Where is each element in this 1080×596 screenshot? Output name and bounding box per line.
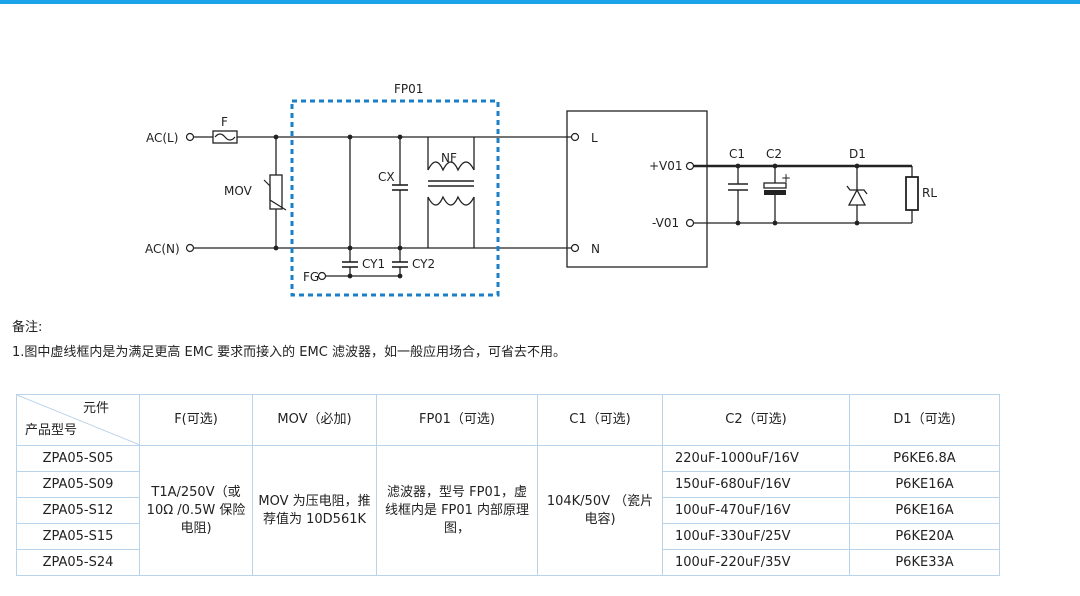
model-cell: ZPA05-S12 [16, 497, 140, 524]
c2-cell: 150uF-680uF/16V [662, 471, 850, 498]
header-fp01: FP01（可选) [376, 394, 538, 446]
c2-plus-label: + [781, 171, 791, 185]
acl-label: AC(L) [146, 131, 178, 145]
header-c2: C2（可选) [662, 394, 850, 446]
l-label: L [591, 131, 598, 145]
header-c1: C1（可选) [537, 394, 663, 446]
l-terminal [570, 132, 580, 142]
c2-capacitor [763, 182, 787, 195]
cy2-capacitor [392, 261, 408, 268]
c1-capacitor [728, 183, 748, 191]
nf-label: NF [441, 151, 457, 165]
table-row: ZPA05-S24 100uF-220uF/35V P6KE33A [16, 549, 1000, 576]
acn-label: AC(N) [145, 242, 180, 256]
header-diagonal-line [17, 395, 140, 445]
model-cell: ZPA05-S15 [16, 523, 140, 550]
cy1-label: CY1 [362, 257, 385, 271]
header-corner-cell: 元件 产品型号 [16, 394, 140, 446]
fuse-label: F [221, 115, 228, 129]
header-component-label: 元件 [82, 401, 109, 416]
c2-cell: 100uF-220uF/35V [662, 549, 850, 576]
top-accent-bar [0, 0, 1080, 4]
fg-label: FG [303, 270, 319, 284]
acn-terminal [185, 243, 195, 253]
table-row: ZPA05-S05 T1A/250V（或 10Ω /0.5W 保险电阻) MOV… [16, 445, 1000, 576]
model-cell: ZPA05-S24 [16, 549, 140, 576]
vplus-label: +V01 [649, 159, 683, 173]
vminus-terminal [685, 218, 695, 228]
notes-title: 备注: [12, 320, 43, 335]
c2-label: C2 [766, 147, 782, 161]
table-row: ZPA05-S09 150uF-680uF/16V P6KE16A [16, 471, 1000, 498]
n-terminal [570, 243, 580, 253]
fp01-label: FP01 [394, 82, 423, 96]
d1-cell: P6KE20A [849, 523, 1000, 550]
n-label: N [591, 242, 600, 256]
c1-label: C1 [729, 147, 745, 161]
c1-shared-cell: 104K/50V （瓷片电容) [537, 445, 663, 576]
table-header-row: 元件 产品型号 F(可选) MOV（必加) FP01（可选) C1（可选) C2… [16, 394, 1000, 446]
table-row: ZPA05-S12 100uF-470uF/16V P6KE16A [16, 497, 1000, 524]
fp01-shared-cell: 滤波器，型号 FP01，虚线框内是 FP01 内部原理图， [376, 445, 538, 576]
header-d1: D1（可选) [849, 394, 1000, 446]
nf-core [428, 180, 474, 187]
d1-cell: P6KE16A [849, 497, 1000, 524]
d1-diode [846, 185, 868, 206]
c2-cell: 100uF-330uF/25V [662, 523, 850, 550]
cx-label: CX [378, 170, 395, 184]
d1-cell: P6KE16A [849, 471, 1000, 498]
vplus-terminal [685, 161, 695, 171]
acl-terminal [185, 132, 195, 142]
header-mov: MOV（必加) [252, 394, 377, 446]
notes-line-1: 1.图中虚线框内是为满足更高 EMC 要求而接入的 EMC 滤波器，如一般应用场… [12, 345, 566, 360]
d1-label: D1 [849, 147, 866, 161]
rl-label: RL [922, 186, 937, 200]
model-cell: ZPA05-S09 [16, 471, 140, 498]
rl-resistor [905, 176, 919, 211]
model-cell: ZPA05-S05 [16, 445, 140, 472]
fp01-filter-box [290, 99, 500, 297]
c2-cell: 220uF-1000uF/16V [662, 445, 850, 472]
mov-shared-cell: MOV 为压电阻，推荐值为 10D561K [252, 445, 377, 576]
table-row: ZPA05-S15 100uF-330uF/25V P6KE20A [16, 523, 1000, 550]
header-model-label: 产品型号 [25, 423, 78, 438]
header-f: F(可选) [139, 394, 253, 446]
cx-capacitor [392, 184, 408, 191]
fg-terminal [317, 271, 327, 281]
component-table: 元件 产品型号 F(可选) MOV（必加) FP01（可选) C1（可选) C2… [16, 394, 1000, 576]
cy2-label: CY2 [412, 257, 435, 271]
f-shared-cell: T1A/250V（或 10Ω /0.5W 保险电阻) [139, 445, 253, 576]
d1-cell: P6KE6.8A [849, 445, 1000, 472]
d1-cell: P6KE33A [849, 549, 1000, 576]
c2-cell: 100uF-470uF/16V [662, 497, 850, 524]
mov-label: MOV [224, 184, 253, 198]
vminus-label: -V01 [652, 216, 679, 230]
circuit-diagram: AC(L) AC(N) F MOV FP01 CX NF CY1 CY2 FG … [145, 82, 937, 297]
cy1-capacitor [342, 261, 358, 268]
